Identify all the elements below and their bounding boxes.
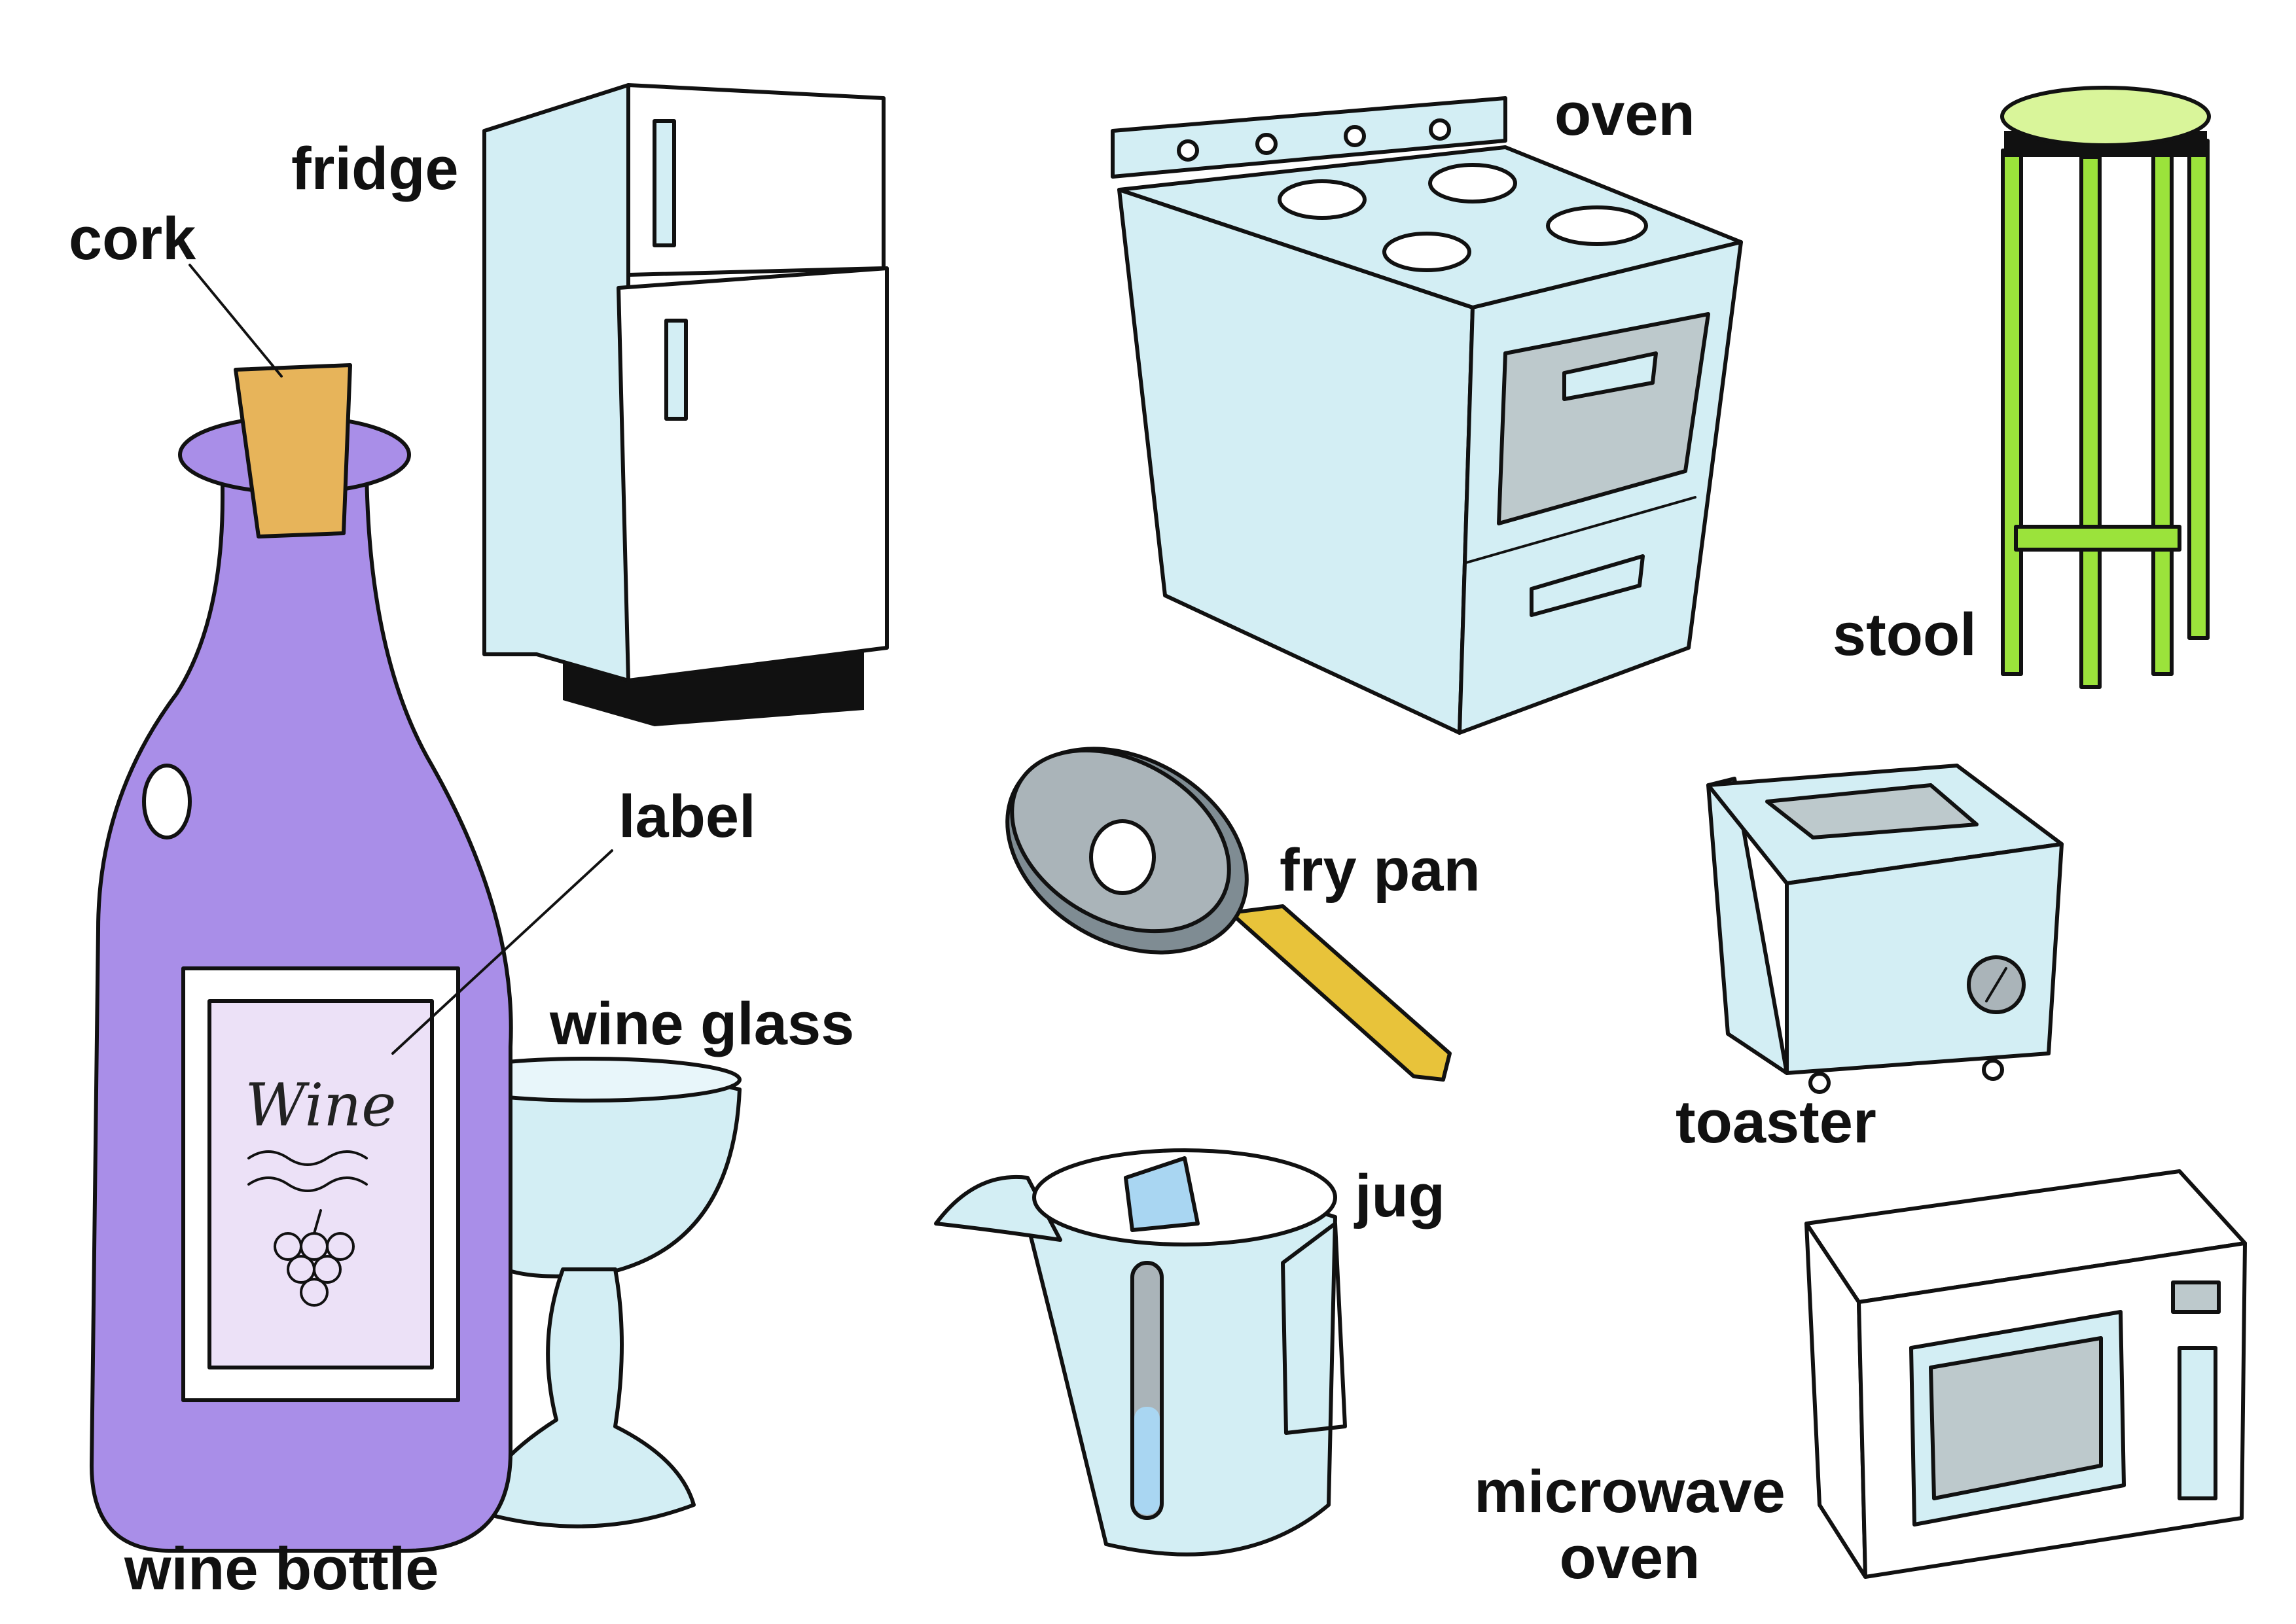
fridge-main-handle (664, 319, 688, 421)
microwave-oven-label-line2: oven (1559, 1525, 1700, 1592)
fridge-label: fridge (291, 135, 459, 202)
oven-hotplate (1278, 179, 1367, 220)
fridge-main-door (617, 266, 889, 682)
fridge-illustration (482, 83, 889, 726)
oven-hotplate (1428, 163, 1517, 203)
jug-illustration (934, 1148, 1347, 1557)
wine-bottle-illustration: Wine (90, 363, 513, 1553)
oven-drawer-line (1465, 496, 1696, 564)
wine-bottle-label-text: Wine (245, 1071, 397, 1140)
microwave-oven-label-line1: microwave (1474, 1458, 1785, 1525)
microwave-oven-illustration (1804, 1169, 2247, 1579)
oven-label: oven (1554, 81, 1695, 148)
wine-bottle-label-inner (207, 999, 434, 1369)
oven-knob (1344, 125, 1366, 147)
label-wave (247, 1176, 368, 1192)
jug-label: jug (1355, 1163, 1445, 1229)
jug-water-level (1134, 1407, 1160, 1515)
fry-pan-label: fry pan (1280, 837, 1480, 904)
oven-drawer-handle (1530, 554, 1645, 617)
label-pointer-line (391, 849, 613, 1055)
cork-pointer-line (188, 264, 283, 378)
stool-leg (2151, 149, 2174, 676)
grapes-icon (274, 1209, 355, 1307)
fridge-freezer-handle (653, 119, 676, 247)
oven-hotplate (1546, 205, 1648, 246)
fridge-side (482, 83, 630, 682)
oven-backsplash (1111, 96, 1507, 179)
stool-label: stool (1833, 601, 1977, 668)
oven-knob (1177, 139, 1199, 162)
oven-door-handle (1562, 351, 1658, 401)
microwave-oven-label: microwave oven (1463, 1458, 1797, 1592)
stool-footrest (2014, 525, 2181, 552)
stool-leg (2187, 139, 2210, 640)
stool-seat (2000, 86, 2211, 147)
microwave-window (1929, 1336, 2103, 1500)
wine-glass-label: wine glass (550, 991, 855, 1057)
toaster-front (1785, 842, 2064, 1075)
jug-handle (1281, 1222, 1347, 1435)
fry-pan-illustration (1005, 747, 1452, 1082)
fry-pan-handle (1229, 904, 1452, 1082)
oven-knob (1255, 133, 1278, 155)
fry-pan-shine (1089, 819, 1156, 895)
wine-glass-illustration (437, 1057, 742, 1528)
microwave-display (2171, 1280, 2221, 1314)
toaster-label: toaster (1676, 1089, 1876, 1156)
oven-hotplate (1382, 232, 1471, 272)
toaster-foot (1808, 1072, 1831, 1094)
wine-glass-stem (476, 1267, 696, 1528)
jug-lid-button (1124, 1156, 1200, 1232)
cork-label: cork (69, 205, 196, 272)
oven-illustration (1111, 96, 1743, 735)
toaster-slot (1765, 783, 1979, 839)
microwave-keypad (2178, 1346, 2217, 1500)
toaster-illustration (1706, 764, 2064, 1094)
wine-bottle-label: wine bottle (124, 1536, 439, 1602)
toaster-dial-pointer (1985, 967, 2007, 1002)
stool-illustration (2000, 86, 2211, 689)
label-wave (247, 1150, 368, 1166)
cork-illustration (234, 363, 352, 538)
oven-knob (1429, 118, 1451, 141)
stool-leg (2079, 155, 2102, 689)
stool-leg (2001, 149, 2023, 676)
toaster-foot (1982, 1059, 2004, 1081)
bottle-label-label: label (619, 783, 756, 850)
wine-bottle-highlight (142, 764, 192, 839)
